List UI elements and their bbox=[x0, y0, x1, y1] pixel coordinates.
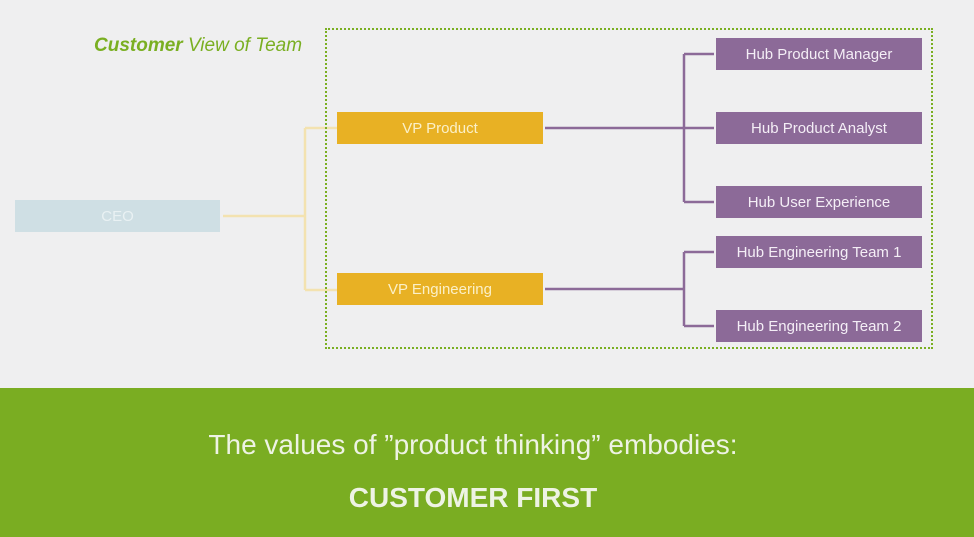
ceo-connectors bbox=[223, 126, 337, 292]
node-hub-engineering-team-1: Hub Engineering Team 1 bbox=[716, 236, 922, 268]
node-hub-engineering-team-2: Hub Engineering Team 2 bbox=[716, 310, 922, 342]
vp-engineering-connectors bbox=[545, 250, 714, 328]
banner-statement: The values of ”product thinking” embodie… bbox=[208, 429, 738, 460]
banner-headline: CUSTOMER FIRST bbox=[348, 482, 598, 513]
customer-view-frame bbox=[325, 28, 933, 349]
vp-product-connectors bbox=[545, 52, 714, 204]
node-hub-user-experience: Hub User Experience bbox=[716, 186, 922, 218]
node-hub-product-manager: Hub Product Manager bbox=[716, 38, 922, 70]
node-hub-product-analyst: Hub Product Analyst bbox=[716, 112, 922, 144]
node-vp-engineering: VP Engineering bbox=[337, 273, 543, 305]
diagram-title: Customer View of Team bbox=[94, 35, 302, 57]
title-bold: Customer bbox=[94, 35, 183, 56]
values-banner bbox=[0, 388, 974, 537]
org-chart-stage: Customer View of Team CEO VP Product VP … bbox=[15, 28, 933, 349]
node-vp-product: VP Product bbox=[337, 112, 543, 144]
connectors bbox=[223, 52, 714, 328]
node-ceo: CEO bbox=[15, 200, 220, 232]
title-rest: View of Team bbox=[182, 35, 303, 56]
